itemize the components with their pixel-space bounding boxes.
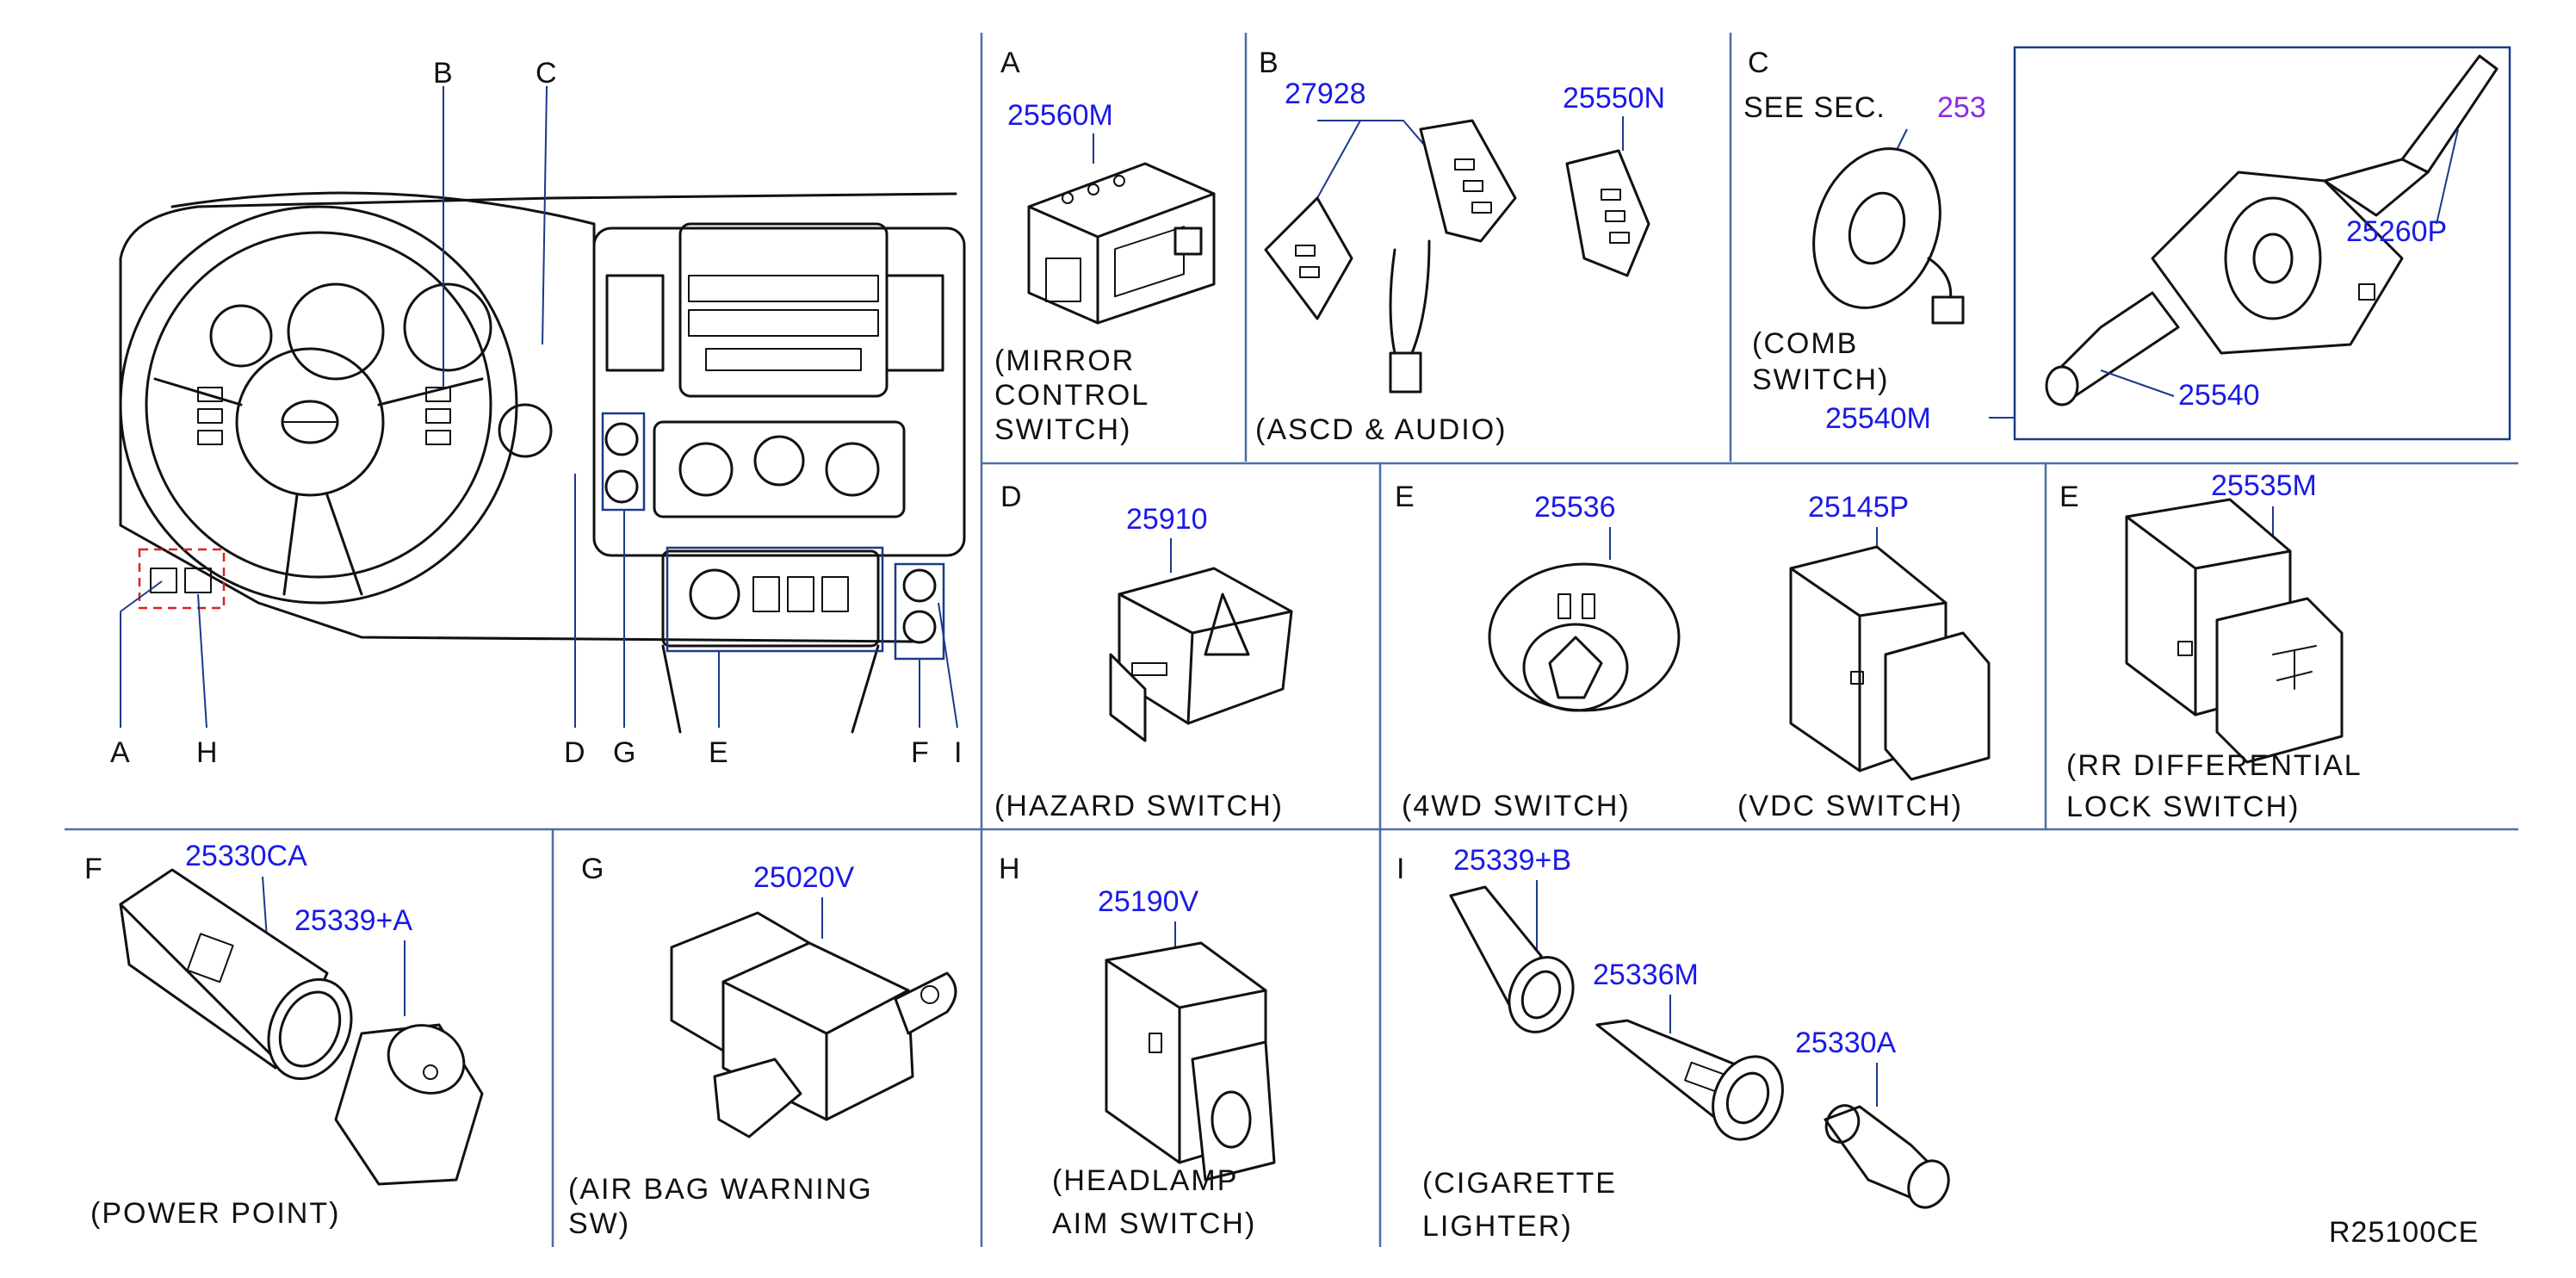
section-e-4wd-vdc: E 25536 (4WD SWITCH) 25145P (VDC SWITCH) [1395, 481, 1991, 822]
overview-letter-g: G [613, 736, 636, 769]
overview-leaders [120, 85, 958, 729]
section-b: B 27928 25550N (ASCD & AUDIO) [1255, 47, 1665, 446]
caption-line-1: (AIR BAG WARNING [568, 1173, 873, 1206]
part-number-25540m: 25540M [1825, 402, 1931, 435]
part-number-25339a: 25339+A [294, 904, 412, 937]
section-dividers [65, 33, 2518, 1247]
overview-letter-f: F [911, 736, 930, 769]
caption: (ASCD & AUDIO) [1255, 413, 1507, 446]
section-letter: F [84, 853, 103, 885]
part-number: 25560M [1007, 99, 1113, 132]
caption-line-2: CONTROL [994, 379, 1149, 412]
highlight-a-h [138, 548, 226, 610]
section-letter: C [1748, 47, 1770, 79]
ascd-audio-switch-illustration [1264, 119, 1650, 394]
caption-line-2: LIGHTER) [1422, 1210, 1573, 1243]
part-number: 25020V [753, 861, 855, 894]
overview-letter-d: D [564, 736, 586, 769]
part-number-25145p: 25145P [1808, 491, 1909, 524]
lighter-housing-illustration [1595, 1019, 1784, 1141]
section-letter: E [2059, 481, 2080, 513]
section-letter: B [1259, 47, 1279, 79]
lower-left-switches [138, 548, 226, 610]
part-number-25336m: 25336M [1593, 958, 1699, 991]
section-e-rr-diff-lock: E 25535M (RR DIFFERENTIAL LOCK SWITCH) [2059, 469, 2362, 823]
4wd-switch-illustration [1488, 562, 1681, 712]
part-number: 25190V [1098, 885, 1199, 918]
highlight-e [666, 546, 884, 653]
caption-line-2: LOCK SWITCH) [2066, 791, 2300, 823]
air-bag-warning-switch-illustration [670, 911, 957, 1138]
section-letter: G [581, 853, 604, 885]
lighter-element-illustration [1824, 1104, 1950, 1209]
caption-line-2: SW) [568, 1207, 630, 1240]
caption: (POWER POINT) [90, 1197, 340, 1230]
instrument-gauges [209, 282, 553, 458]
section-a: A 25560M (MIRROR CONTROL SWITCH) [994, 47, 1216, 446]
see-section-ref: 253 [1937, 91, 1986, 124]
steering-wheel [119, 205, 518, 605]
overview-letter-a: A [110, 736, 131, 769]
diagram-code: R25100CE [2329, 1216, 2479, 1249]
caption-line-1: (RR DIFFERENTIAL [2066, 749, 2362, 782]
caption-line-3: SWITCH) [994, 413, 1131, 446]
caption-line-2: AIM SWITCH) [1052, 1207, 1256, 1240]
power-point-illustration [119, 868, 484, 1186]
caption: (HAZARD SWITCH) [994, 790, 1284, 822]
part-number-27928: 27928 [1285, 78, 1366, 110]
overview-letter-b: B [433, 57, 454, 90]
comb-switch-box [2013, 46, 2511, 441]
caption-line-1: (COMB [1752, 327, 1858, 360]
section-letter: I [1396, 853, 1405, 885]
caption-line-2: SWITCH) [1752, 363, 1889, 396]
part-number-25260p: 25260P [2346, 215, 2447, 248]
part-number: 25910 [1126, 503, 1208, 536]
part-number-25330ca: 25330CA [185, 840, 307, 872]
mirror-control-switch-illustration [1027, 162, 1216, 325]
section-d: D 25910 (HAZARD SWITCH) [994, 481, 1293, 822]
section-letter: H [999, 853, 1021, 885]
overview-letter-h: H [196, 736, 219, 769]
section-g: G 25020V (AIR BAG WARNING SW) [568, 853, 957, 1240]
part-number-25536: 25536 [1534, 491, 1616, 524]
center-console [592, 222, 966, 734]
part-number-25540: 25540 [2178, 379, 2260, 412]
overview-letter-i: I [954, 736, 963, 769]
headlamp-aim-switch-illustration [1105, 941, 1276, 1182]
section-letter: A [1000, 47, 1021, 79]
vdc-switch-illustration [1789, 545, 1991, 781]
section-h: H 25190V (HEADLAMP AIM SWITCH) [999, 853, 1276, 1240]
section-letter: D [1000, 481, 1023, 513]
caption-line-1: (CIGARETTE [1422, 1167, 1617, 1200]
section-letter: E [1395, 481, 1415, 513]
hazard-switch-illustration [1109, 567, 1293, 742]
caption-vdc: (VDC SWITCH) [1737, 790, 1963, 822]
part-number-25550n: 25550N [1563, 82, 1665, 115]
section-f: F 25330CA 25339+A (POWER POINT) [84, 840, 484, 1230]
lighter-socket-illustration [1449, 885, 1575, 1033]
see-section-text: SEE SEC. [1743, 91, 1886, 124]
comb-switch-illustration [2045, 54, 2499, 406]
rr-diff-lock-switch-illustration [2125, 498, 2344, 764]
caption-line-1: (MIRROR [994, 344, 1135, 377]
spiral-cable-illustration [1812, 147, 1965, 325]
part-number-25330a: 25330A [1795, 1027, 1897, 1059]
section-i: I 25339+B 25336M 25330A (CIGARETTE LIGHT… [1396, 844, 1950, 1243]
caption-line-1: (HEADLAMP [1052, 1164, 1238, 1197]
caption-4wd: (4WD SWITCH) [1402, 790, 1631, 822]
overview-letter-c: C [536, 57, 558, 90]
overview-letter-e: E [709, 736, 729, 769]
part-number-25535m: 25535M [2211, 469, 2317, 502]
dashboard-overview: B C A H D G E F I [110, 57, 966, 769]
part-number-25339b: 25339+B [1453, 844, 1571, 877]
section-c: C SEE SEC. 253 (COMB SWITCH) 25540M 2526… [1743, 46, 2511, 441]
